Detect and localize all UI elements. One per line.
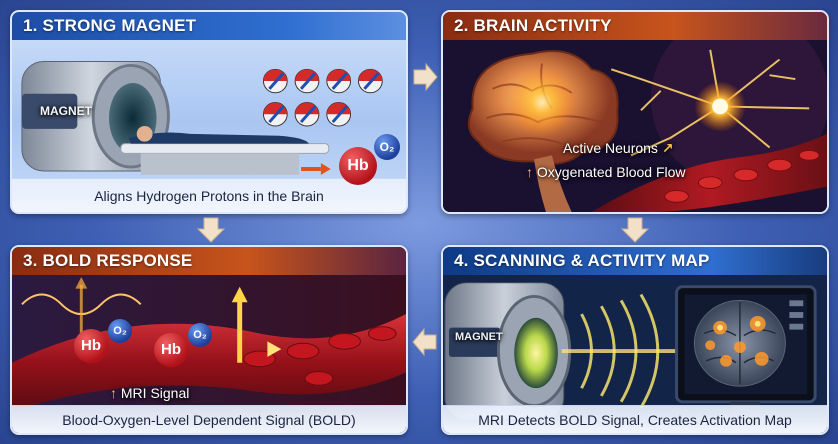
panel-bold-response: 3. BOLD RESPONSE Hb O₂ Hb O₂ — [10, 245, 408, 435]
up-right-arrow-icon: ↗ — [661, 140, 674, 156]
active-neurons-text: Active Neurons — [563, 140, 658, 156]
magnet-label: MAGNET — [40, 104, 92, 118]
arrow-right-icon — [413, 62, 438, 92]
active-neurons-label: Active Neurons ↗ — [563, 140, 674, 157]
mri-magnet-illustration — [12, 40, 406, 212]
arrow-down-icon-2 — [196, 217, 226, 243]
mri-signal-text: MRI Signal — [120, 385, 190, 401]
panel-scanning-activity-map: 4. SCANNING & ACTIVITY MAP — [441, 245, 829, 435]
hemoglobin-badge: Hb — [74, 329, 108, 363]
panel-title: 2. BRAIN ACTIVITY — [443, 12, 827, 40]
arrow-left-icon — [412, 327, 437, 357]
oxygen-badge: O₂ — [108, 319, 132, 343]
hemoglobin-badge: Hb — [339, 147, 377, 185]
up-arrow-icon: ↑ — [110, 385, 117, 401]
magnet-label: MAGNET — [455, 331, 503, 343]
up-arrow-icon: ↑ — [526, 164, 533, 180]
panel-caption: Aligns Hydrogen Protons in the Brain — [12, 178, 406, 212]
mri-signal-label: ↑ MRI Signal — [110, 385, 189, 401]
blood-flow-text: Oxygenated Blood Flow — [536, 164, 686, 180]
panel-title: 1. STRONG MAGNET — [12, 12, 406, 40]
oxygen-badge: O₂ — [374, 134, 400, 160]
panel-title: 3. BOLD RESPONSE — [12, 247, 406, 275]
panel-strong-magnet: 1. STRONG MAGNET — [10, 10, 408, 214]
panel-title: 4. SCANNING & ACTIVITY MAP — [443, 247, 827, 275]
hemoglobin-badge-2: Hb — [154, 333, 188, 367]
oxygenated-blood-flow-label: ↑ Oxygenated Blood Flow — [526, 164, 686, 180]
brain-neuron-illustration — [443, 40, 827, 212]
panel-caption: Blood-Oxygen-Level Dependent Signal (BOL… — [12, 405, 406, 433]
panel-brain-activity: 2. BRAIN ACTIVITY — [441, 10, 829, 214]
oxygen-badge-2: O₂ — [188, 323, 212, 347]
panel-caption: MRI Detects BOLD Signal, Creates Activat… — [443, 405, 827, 433]
arrow-down-icon — [620, 217, 650, 243]
